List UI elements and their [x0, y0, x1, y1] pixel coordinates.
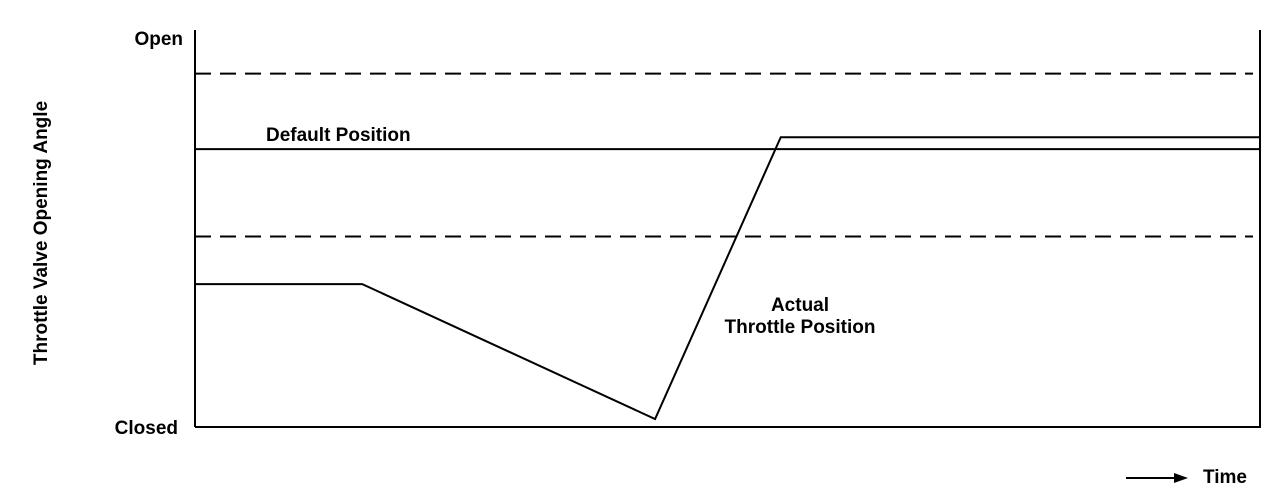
- y-tick-closed: Closed: [115, 418, 178, 439]
- y-tick-open: Open: [134, 29, 183, 50]
- x-axis-title: Time: [1203, 467, 1247, 488]
- actual-throttle-label-line1: Actual: [771, 295, 829, 316]
- actual-throttle-label-line2: Throttle Position: [725, 317, 876, 338]
- series-line-actual-throttle-position: [195, 136, 1260, 421]
- default-position-label: Default Position: [266, 125, 411, 146]
- y-axis-title: Throttle Valve Opening Angle: [31, 101, 52, 365]
- time-arrow-head-icon: [1174, 473, 1188, 483]
- reference-lines: [195, 72, 1260, 238]
- series-group: [195, 136, 1260, 421]
